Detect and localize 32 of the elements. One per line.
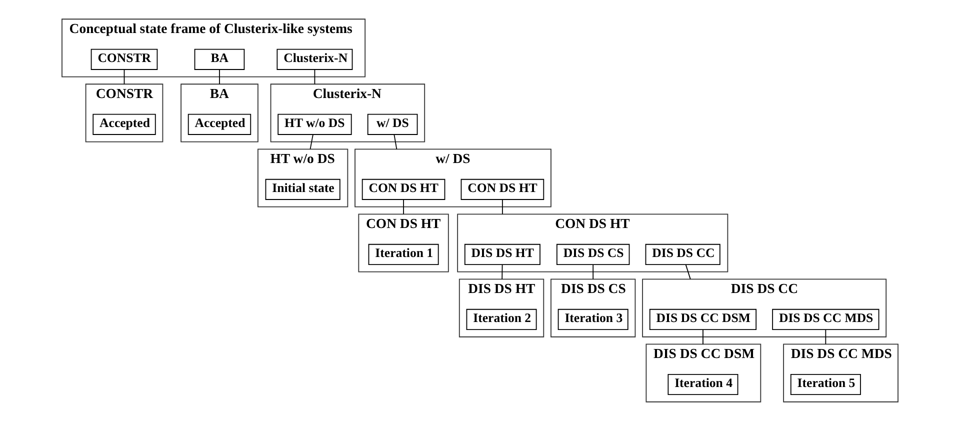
node-box: Accepted bbox=[188, 114, 252, 135]
node-box: Iteration 5 bbox=[790, 374, 861, 396]
node-box: DIS DS HT bbox=[464, 244, 540, 265]
node-box: Clusterix-N bbox=[276, 48, 353, 70]
node-box: Iteration 2 bbox=[466, 308, 537, 330]
node-box: DIS DS CC DSM bbox=[649, 308, 757, 330]
node-box: w/ DS bbox=[367, 114, 418, 135]
connector bbox=[310, 134, 314, 150]
connector bbox=[502, 264, 503, 280]
connector bbox=[124, 69, 125, 85]
node-box: Iteration 3 bbox=[558, 308, 628, 330]
connector bbox=[825, 329, 826, 345]
connector bbox=[502, 199, 503, 215]
node-box: Iteration 1 bbox=[368, 244, 439, 265]
node-box: DIS DS CS bbox=[556, 244, 630, 265]
connector bbox=[314, 69, 316, 85]
node-box: CON DS HT bbox=[362, 178, 446, 200]
node-box: DIS DS CC bbox=[645, 244, 720, 265]
connector bbox=[685, 264, 691, 280]
connector bbox=[219, 69, 220, 85]
connector bbox=[702, 329, 704, 345]
node-box: CONSTR bbox=[90, 48, 158, 70]
node-box: BA bbox=[194, 48, 245, 70]
connector bbox=[394, 134, 398, 150]
node-box: CON DS HT bbox=[460, 178, 544, 200]
node-box: Initial state bbox=[265, 178, 340, 200]
connector bbox=[403, 199, 404, 215]
node-box: Iteration 4 bbox=[668, 374, 738, 396]
node-box: DIS DS CC MDS bbox=[772, 308, 880, 330]
node-box: Accepted bbox=[92, 114, 156, 135]
node-box: HT w/o DS bbox=[278, 114, 352, 135]
connector bbox=[592, 264, 594, 280]
